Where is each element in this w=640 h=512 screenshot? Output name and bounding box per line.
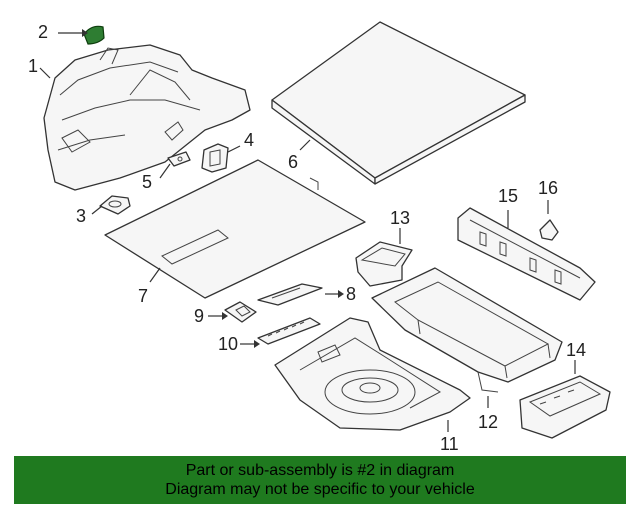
callout-15: 15	[498, 186, 518, 206]
info-banner: Part or sub-assembly is #2 in diagram Di…	[14, 456, 626, 504]
banner-line-2: Diagram may not be specific to your vehi…	[165, 481, 475, 498]
part-13-storage-box	[355, 241, 413, 287]
part-2-highlighted[interactable]	[83, 25, 105, 45]
part-14-organizer	[519, 375, 611, 439]
part-3-clip	[99, 195, 131, 215]
part-15-sill-plate	[457, 207, 596, 301]
callout-8: 8	[346, 284, 356, 304]
part-9-clip	[224, 301, 257, 323]
part-5-clip	[167, 151, 191, 167]
banner-line-1: Part or sub-assembly is #2 in diagram	[185, 462, 455, 479]
callout-14: 14	[566, 340, 586, 360]
part-12-trunk-tray	[371, 267, 563, 393]
callout-12: 12	[478, 412, 498, 432]
leader-lines	[39, 29, 576, 432]
part-10-vent-strip	[257, 317, 321, 345]
parts-diagram: 2 1 3 4 5 6 7 8 9 10 11 12 13 14 15 16	[28, 21, 611, 454]
part-4-bracket	[201, 143, 229, 173]
callout-9: 9	[194, 306, 204, 326]
callout-11: 11	[440, 434, 459, 454]
part-7-floor-mat	[104, 159, 366, 299]
callout-10: 10	[218, 334, 238, 354]
part-11-spare-tub	[274, 317, 471, 431]
callout-3: 3	[76, 206, 86, 226]
callout-16: 16	[538, 178, 558, 198]
part-6-cover-panel	[271, 21, 526, 185]
part-16-cap	[539, 219, 559, 241]
callout-13: 13	[390, 208, 410, 228]
part-1-trim-panel	[43, 44, 251, 191]
callout-1: 1	[28, 56, 38, 76]
callout-7: 7	[138, 286, 148, 306]
callout-4: 4	[244, 130, 254, 150]
part-8-panel	[257, 283, 323, 306]
callout-5: 5	[142, 172, 152, 192]
callout-6: 6	[288, 152, 298, 172]
callout-labels: 2 1 3 4 5 6 7 8 9 10 11 12 13 14 15 16	[28, 22, 586, 454]
callout-2: 2	[38, 22, 48, 42]
